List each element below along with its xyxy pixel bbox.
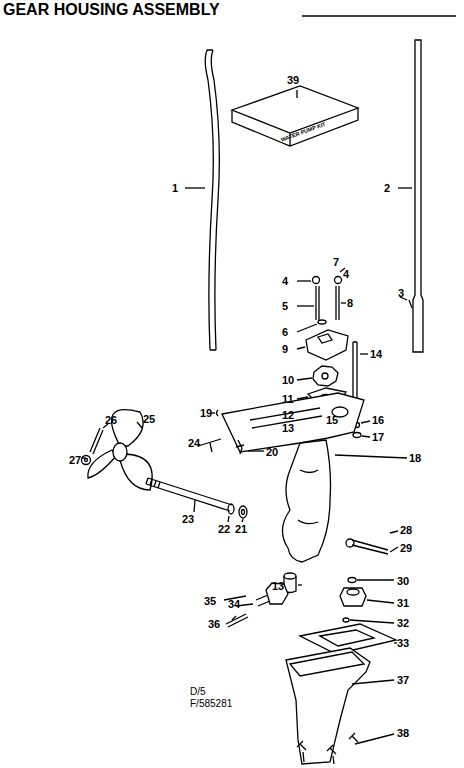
callout-number: 10 [282, 374, 294, 386]
callout-number: 21 [235, 523, 247, 535]
callout-number: 32 [397, 617, 409, 629]
callout-number: 33 [397, 637, 409, 649]
callout-number: 4 [343, 268, 349, 280]
callout-number: 30 [397, 575, 409, 587]
callout-number: 31 [397, 597, 409, 609]
callout-number: 11 [282, 393, 294, 405]
callout-number: 13 [272, 580, 284, 592]
callout-number: 28 [400, 524, 412, 536]
callout-number: 1 [172, 182, 178, 194]
callout-number: 34 [228, 598, 240, 610]
callout-number: 5 [282, 300, 288, 312]
callout-number: 14 [370, 348, 382, 360]
diagram-title: GEAR HOUSING ASSEMBLY [3, 1, 220, 19]
callout-number: 4 [282, 275, 288, 287]
callout-number: 18 [409, 452, 421, 464]
callout-number: 35 [204, 595, 216, 607]
callout-number: 22 [218, 523, 230, 535]
callout-number: 37 [397, 674, 409, 686]
callout-number: 8 [347, 297, 353, 309]
callout-number: 38 [397, 727, 409, 739]
callout-number: 19 [200, 407, 212, 419]
callout-number: 20 [266, 446, 278, 458]
callout-number: 2 [384, 182, 390, 194]
callout-number: 29 [400, 542, 412, 554]
callout-number: 12 [282, 409, 294, 421]
callout-number: 23 [182, 513, 194, 525]
callout-number: 36 [208, 618, 220, 630]
callout-number: 9 [282, 343, 288, 355]
drawing-code: F/585281 [190, 698, 232, 709]
callout-number: 13 [282, 422, 294, 434]
callout-number: 3 [398, 287, 404, 299]
callout-number: 7 [333, 256, 339, 268]
drawing-code: D/5 [190, 686, 206, 697]
callout-number: 6 [282, 326, 288, 338]
callout-number: 24 [188, 437, 200, 449]
callout-number: 27 [69, 454, 81, 466]
callout-number: 39 [287, 74, 299, 86]
callout-number: 17 [372, 431, 384, 443]
callout-number: 15 [326, 414, 338, 426]
callout-number: 26 [105, 414, 117, 426]
callout-number: 16 [372, 414, 384, 426]
callout-number: 25 [143, 413, 155, 425]
